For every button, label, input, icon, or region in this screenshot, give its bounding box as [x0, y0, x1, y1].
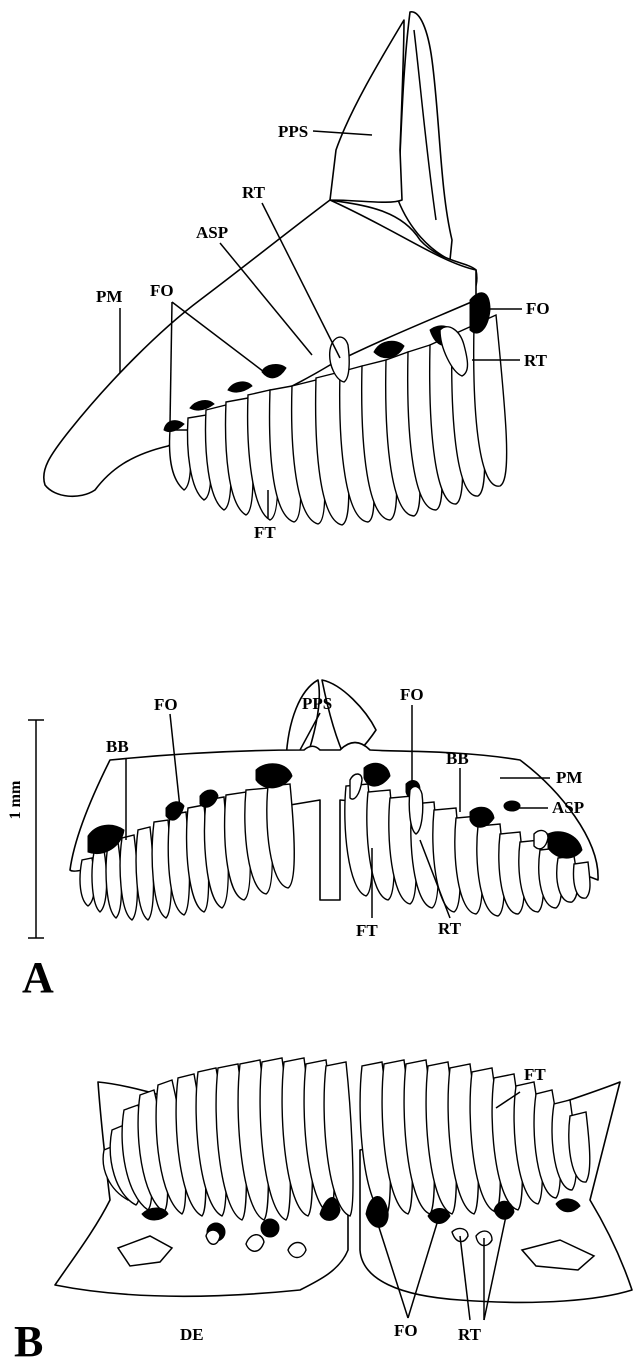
- functional-teeth-dentary-right: [360, 1060, 590, 1216]
- label-ft-ventral: FT: [356, 921, 378, 940]
- label-pm-ventral: PM: [556, 768, 582, 787]
- label-de-dentary: DE: [180, 1325, 204, 1344]
- label-asp-ventral: ASP: [552, 798, 584, 817]
- label-fo-ventral-right: FO: [400, 685, 424, 704]
- label-bb-ventral-left: BB: [106, 737, 129, 756]
- label-ft-lateral: FT: [254, 523, 276, 542]
- pps-blade: [330, 20, 404, 202]
- panel-letter-b: B: [14, 1317, 43, 1361]
- label-fo-dentary: FO: [394, 1321, 418, 1340]
- label-rt-dentary: RT: [458, 1325, 482, 1344]
- scale-bar: [28, 720, 44, 938]
- label-pm-lateral: PM: [96, 287, 122, 306]
- label-rt-lateral-right: RT: [524, 351, 548, 370]
- label-bb-ventral-right: BB: [446, 749, 469, 768]
- label-fo-ventral-left: FO: [154, 695, 178, 714]
- scale-bar-label: 1 mm: [7, 780, 24, 819]
- dentary-view: [55, 1058, 632, 1302]
- label-fo-lateral-left: FO: [150, 281, 174, 300]
- label-ft-dentary: FT: [524, 1065, 546, 1084]
- label-fo-lateral-right: FO: [526, 299, 550, 318]
- label-pps-ventral: PPS: [302, 694, 332, 713]
- panel-letter-a: A: [22, 953, 54, 1002]
- label-rt-lateral-top: RT: [242, 183, 266, 202]
- label-rt-ventral: RT: [438, 919, 462, 938]
- label-pps-lateral: PPS: [278, 122, 308, 141]
- premaxilla-lateral-view: [44, 12, 507, 525]
- label-asp-lateral: ASP: [196, 223, 228, 242]
- replacement-tooth-ventral: [409, 787, 423, 834]
- premaxilla-ventral-view: [70, 680, 598, 920]
